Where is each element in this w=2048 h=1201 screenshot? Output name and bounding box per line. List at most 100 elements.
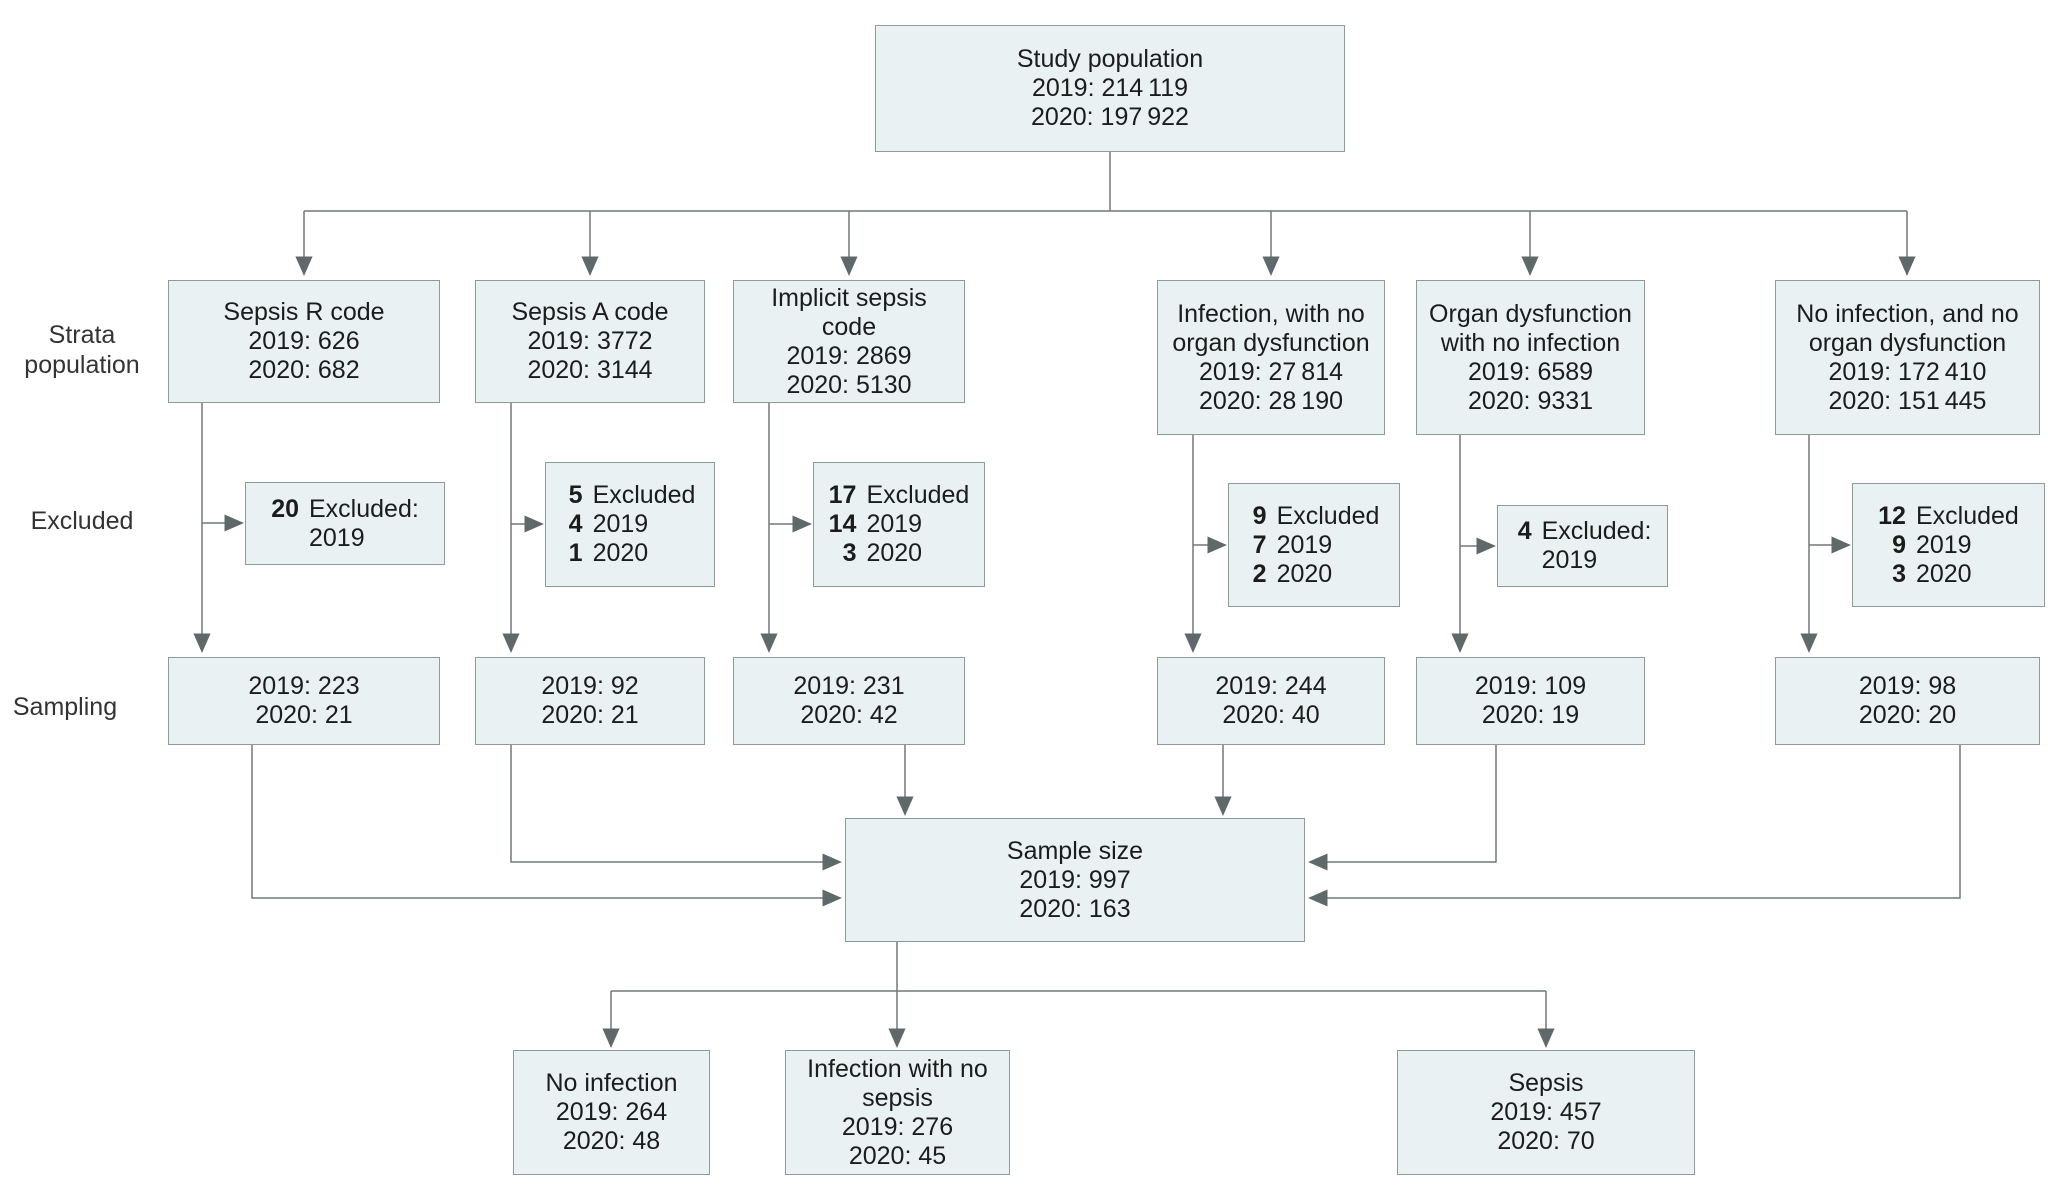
outcome-box-infection-no-sepsis: Infection with no sepsis 2019: 276 2020:… <box>785 1050 1010 1175</box>
strata-2019: 2019: 2869 <box>786 341 912 370</box>
row-label-strata-population: Strata population <box>24 321 140 379</box>
excluded-label: 2020 <box>1276 559 1333 588</box>
sampling-2019: 2019: 98 <box>1858 672 1957 700</box>
excluded-label: Excluded: <box>309 494 419 523</box>
excluded-label: Excluded: <box>1541 517 1652 545</box>
outcome-2019: 2019: 457 <box>1490 1098 1602 1126</box>
excluded-count: 14 <box>828 510 857 538</box>
sample-size-2019: 2019: 997 <box>1019 865 1131 894</box>
outcome-2020: 2020: 70 <box>1497 1127 1595 1155</box>
excluded-count <box>271 524 299 553</box>
outcome-title: Sepsis <box>1508 1069 1584 1097</box>
strata-box-implicit-sepsis-code: Implicit sepsis code 2019: 2869 2020: 51… <box>733 280 965 403</box>
row-label-excluded: Excluded <box>30 507 134 535</box>
excluded-label: Excluded <box>866 481 970 509</box>
sample-size-2020: 2020: 163 <box>1019 894 1131 923</box>
excluded-label: Excluded <box>1915 501 2019 530</box>
excluded-box-implicit-sepsis-code: 17 Excluded 14 2019 3 2020 <box>813 462 985 587</box>
outcome-2020: 2020: 48 <box>562 1127 661 1155</box>
strata-title: No infection, and no organ dysfunction <box>1796 299 2019 357</box>
excluded-label: 2020 <box>1915 559 1972 588</box>
outcome-title: Infection with no sepsis <box>807 1054 988 1112</box>
study-population-2020: 2020: 197 922 <box>1031 103 1189 131</box>
strata-box-no-infection-no-organ-dysfunction: No infection, and no organ dysfunction 2… <box>1775 280 2040 435</box>
strata-title: Sepsis R code <box>223 298 385 326</box>
sample-size-feeds <box>251 745 1961 907</box>
excluded-count: 4 <box>568 510 583 538</box>
sampling-box-infection-no-organ-dysfunction: 2019: 244 2020: 40 <box>1157 657 1385 745</box>
study-population-box: Study population 2019: 214 119 2020: 197… <box>875 25 1345 152</box>
strata-2019: 2019: 3772 <box>527 327 653 355</box>
top-branch <box>295 152 1916 276</box>
excluded-count: 7 <box>1252 530 1267 559</box>
excluded-count: 20 <box>271 494 299 523</box>
outcome-title: No infection <box>545 1069 678 1097</box>
strata-title: Infection, with no organ dysfunction <box>1172 299 1370 357</box>
strata-2020: 2020: 9331 <box>1467 386 1594 415</box>
sampling-box-no-infection-no-organ-dysfunction: 2019: 98 2020: 20 <box>1775 657 2040 745</box>
strata-2020: 2020: 28 190 <box>1198 386 1344 415</box>
excluded-box-infection-no-organ-dysfunction: 9 Excluded 7 2019 2 2020 <box>1228 483 1400 607</box>
excluded-count: 1 <box>568 539 583 567</box>
excluded-box-no-infection-no-organ-dysfunction: 12 Excluded 9 2019 3 2020 <box>1852 483 2045 607</box>
sampling-2019: 2019: 223 <box>248 672 360 700</box>
outcome-2019: 2019: 276 <box>841 1112 954 1141</box>
strata-2020: 2020: 682 <box>248 356 360 384</box>
row-label-sampling: Sampling <box>12 693 118 721</box>
strata-2020: 2020: 151 445 <box>1828 386 1987 415</box>
strata-2020: 2020: 3144 <box>527 356 653 384</box>
excluded-box-sepsis-r-code: 20 Excluded: 2019 <box>245 482 445 565</box>
excluded-count: 4 <box>1517 517 1532 545</box>
sample-size-box: Sample size 2019: 997 2020: 163 <box>845 818 1305 942</box>
sampling-2019: 2019: 92 <box>541 672 639 700</box>
sample-size-title: Sample size <box>1006 836 1144 865</box>
excluded-label: 2020 <box>592 539 649 567</box>
sampling-box-sepsis-a-code: 2019: 92 2020: 21 <box>475 657 705 745</box>
sampling-2020: 2020: 40 <box>1222 701 1320 729</box>
excluded-label: Excluded <box>1276 501 1380 530</box>
excluded-count: 3 <box>842 539 857 567</box>
excluded-count: 17 <box>828 481 857 509</box>
strata-2020: 2020: 5130 <box>786 370 912 399</box>
excluded-label: 2020 <box>866 539 923 567</box>
excluded-box-organ-dysfunction-no-infection: 4 Excluded: 2019 <box>1497 505 1668 587</box>
strata-2019: 2019: 6589 <box>1467 357 1594 386</box>
outcome-box-no-infection: No infection 2019: 264 2020: 48 <box>513 1050 710 1175</box>
strata-title: Organ dysfunction with no infection <box>1429 299 1632 357</box>
sampling-box-organ-dysfunction-no-infection: 2019: 109 2020: 19 <box>1416 657 1645 745</box>
study-population-title: Study population <box>1016 45 1204 73</box>
excluded-label: 2019 <box>592 510 649 538</box>
strata-2019: 2019: 626 <box>248 327 360 355</box>
outcome-2019: 2019: 264 <box>555 1098 668 1126</box>
outcome-box-sepsis: Sepsis 2019: 457 2020: 70 <box>1397 1050 1695 1175</box>
outcome-branch <box>602 942 1555 1048</box>
sampling-2019: 2019: 109 <box>1474 672 1587 700</box>
strata-box-sepsis-r-code: Sepsis R code 2019: 626 2020: 682 <box>168 280 440 403</box>
excluded-count: 2 <box>1252 559 1267 588</box>
sampling-2020: 2020: 19 <box>1481 701 1580 729</box>
excluded-branches <box>202 514 1851 555</box>
sampling-2020: 2020: 21 <box>255 701 353 729</box>
strata-box-sepsis-a-code: Sepsis A code 2019: 3772 2020: 3144 <box>475 280 705 403</box>
strata-2019: 2019: 27 814 <box>1198 357 1344 386</box>
excluded-label: 2019 <box>866 510 923 538</box>
sampling-2019: 2019: 244 <box>1215 672 1327 700</box>
sampling-box-sepsis-r-code: 2019: 223 2020: 21 <box>168 657 440 745</box>
strata-2019: 2019: 172 410 <box>1828 357 1987 386</box>
excluded-count: 9 <box>1892 530 1906 559</box>
excluded-count: 5 <box>568 481 583 509</box>
excluded-count: 9 <box>1252 501 1267 530</box>
sampling-2020: 2020: 21 <box>541 701 639 729</box>
strata-box-infection-no-organ-dysfunction: Infection, with no organ dysfunction 201… <box>1157 280 1385 435</box>
excluded-label: Excluded <box>592 481 696 509</box>
sampling-2020: 2020: 20 <box>1858 701 1957 729</box>
excluded-label: 2019 <box>309 523 365 552</box>
outcome-2020: 2020: 45 <box>848 1141 947 1170</box>
sampling-2020: 2020: 42 <box>800 701 898 729</box>
excluded-box-sepsis-a-code: 5 Excluded 4 2019 1 2020 <box>545 462 715 587</box>
excluded-count: 3 <box>1892 559 1906 588</box>
strata-box-organ-dysfunction-no-infection: Organ dysfunction with no infection 2019… <box>1416 280 1645 435</box>
excluded-count: 12 <box>1878 501 1906 530</box>
excluded-label: 2019 <box>1276 530 1333 559</box>
